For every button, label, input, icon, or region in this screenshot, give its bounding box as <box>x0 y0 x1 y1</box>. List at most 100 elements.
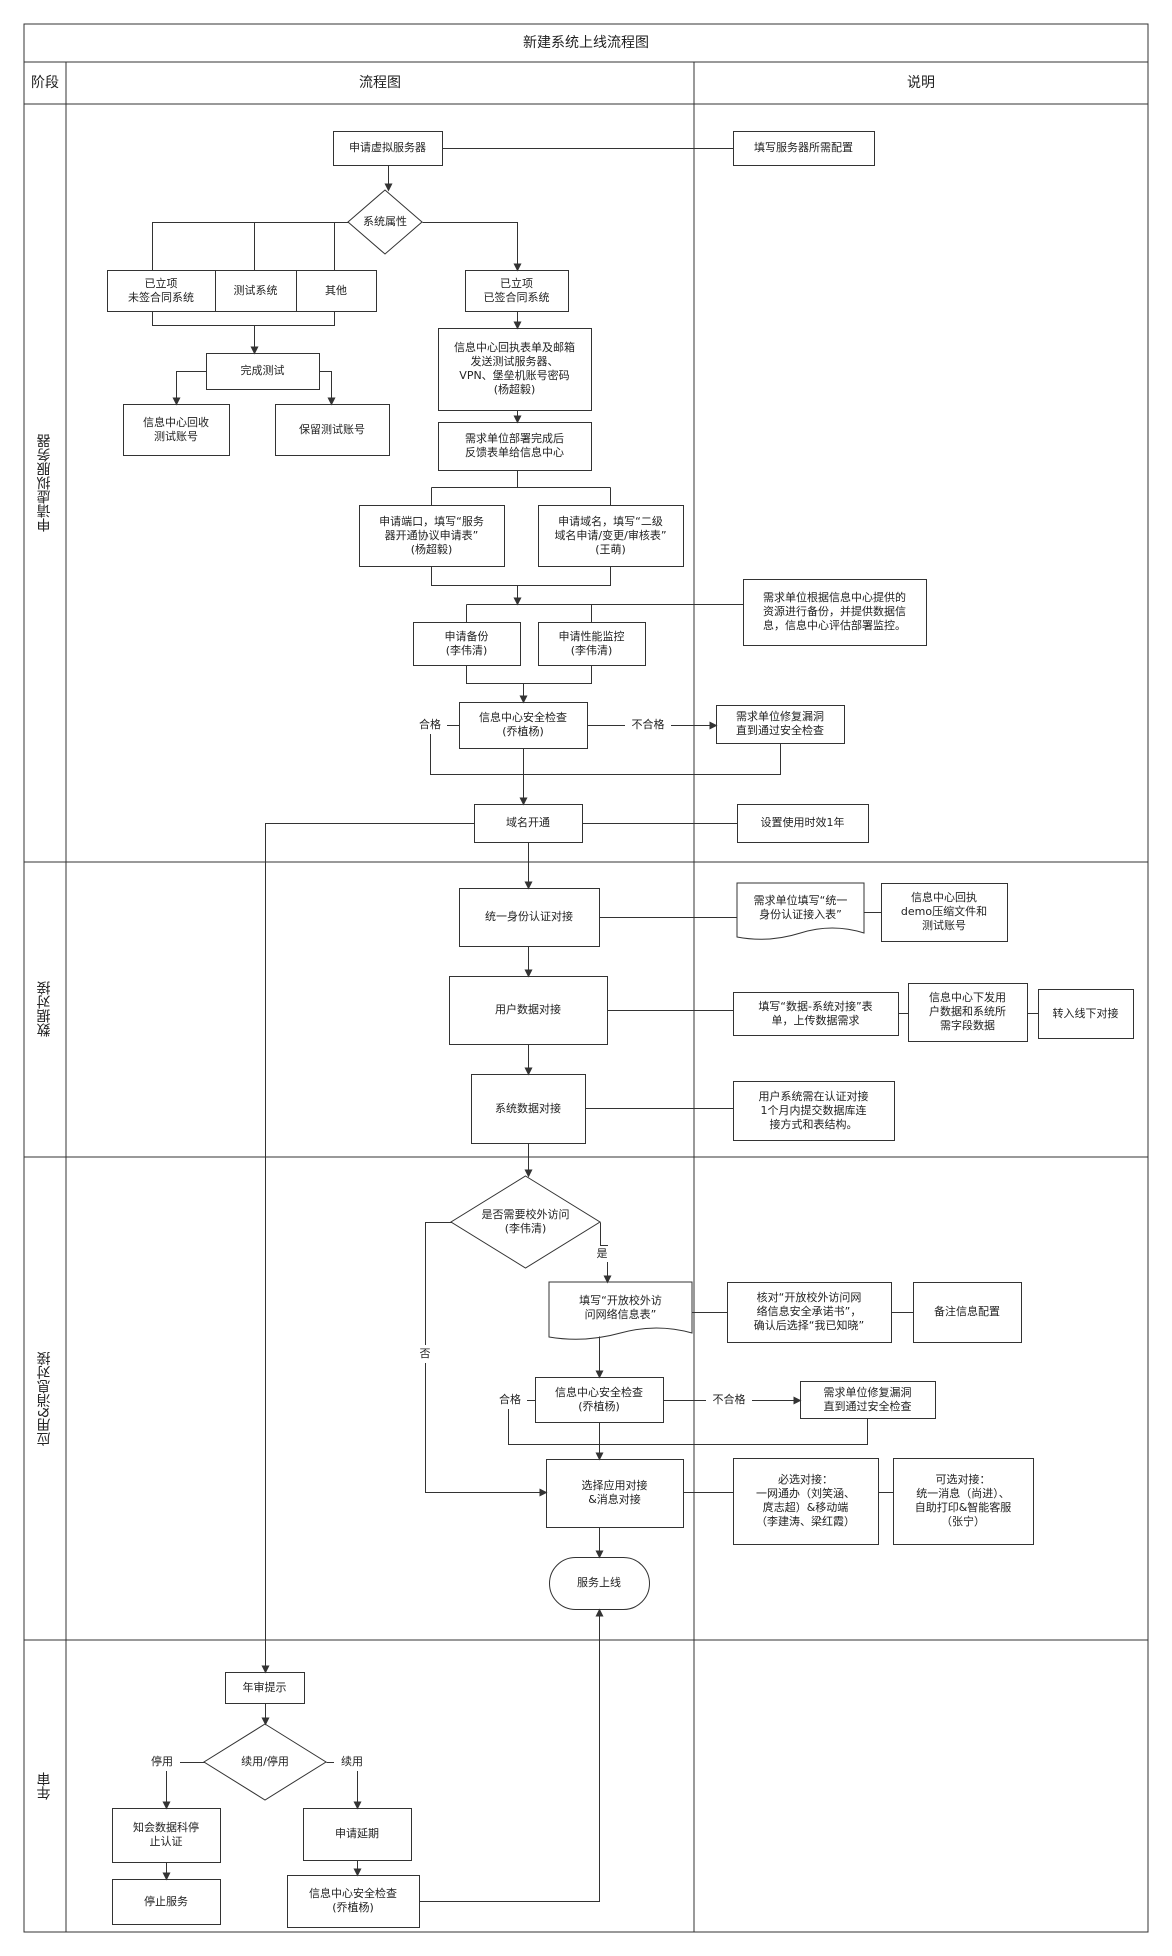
note-fill-config-shape <box>733 131 875 166</box>
lane-apply-vm: 申请虚拟服务器 <box>36 434 53 532</box>
node-fill-external-form-shape <box>548 1281 693 1340</box>
node-other-label: 其他 <box>325 283 347 297</box>
node-system-data-shape <box>471 1074 586 1144</box>
header-desc: 说明 <box>907 74 935 91</box>
node-fix-vuln-2-shape <box>800 1381 936 1419</box>
note-data-form-label: 填写“数据-系统对接”表 单，上传数据需求 <box>758 999 873 1027</box>
node-info-reply-label: 信息中心回执表单及邮箱 发送测试服务器、 VPN、堡垒机账号密码 (杨超毅) <box>454 341 575 396</box>
lane-data: 数据对接 <box>36 981 53 1038</box>
note-sso-reply-label: 信息中心回执 demo压缩文件和 测试账号 <box>900 891 988 932</box>
label-no: 否 <box>413 1345 437 1363</box>
node-apply-backup-shape <box>413 622 521 666</box>
node-system-attribute-shape <box>347 189 423 255</box>
node-system-data-label: 系统数据对接 <box>495 1101 561 1115</box>
node-apply-backup-label: 申请备份 (李伟清) <box>444 629 489 657</box>
node-test-system-label: 测试系统 <box>233 283 278 297</box>
connector-4 <box>152 222 255 271</box>
node-notify-stop-auth-shape <box>112 1808 221 1863</box>
connector-9 <box>172 371 207 406</box>
node-finish-test-shape <box>206 353 320 390</box>
node-fix-vuln-1-shape <box>716 705 845 744</box>
node-other-shape <box>296 270 377 312</box>
label-fail-2: 不合格 <box>706 1391 752 1409</box>
node-security-check-2-label: 信息中心安全检查 (乔植杨) <box>555 1385 643 1413</box>
note-offline-label: 转入线下对接 <box>1052 1006 1119 1020</box>
note-validity-shape <box>737 804 869 843</box>
note-remark-config-label: 备注信息配置 <box>934 1305 1000 1318</box>
label-fail-1: 不合格 <box>625 716 671 734</box>
note-remark-config-shape <box>913 1282 1022 1343</box>
node-deploy-done-label: 需求单位部署完成后 反馈表单给信息中心 <box>465 432 564 459</box>
node-notify-stop-auth-label: 知会数据科停 止认证 <box>133 1821 199 1848</box>
node-security-check-2-shape <box>535 1377 664 1423</box>
note-verify-promise-label: 核对“开放校外访问网 络信息安全承诺书”， 确认后选择“我已知晓” <box>753 1291 865 1332</box>
node-security-check-3-label: 信息中心安全检查 (乔植杨) <box>309 1887 397 1914</box>
note-validity-label: 设置使用时效1年 <box>760 816 845 829</box>
note-sso-form-label: 需求单位填写“统一 身份认证接入表” <box>753 894 848 921</box>
node-reclaim-test-account-label: 信息中心回收 测试账号 <box>143 415 209 443</box>
node-renew-or-stop-shape <box>203 1723 327 1801</box>
node-renew-or-stop-label: 续用/停用 <box>241 1755 289 1768</box>
connector-23 <box>466 665 592 684</box>
node-apply-extension-label: 申请延期 <box>335 1827 379 1840</box>
note-system-data-shape <box>733 1081 895 1141</box>
connector-48 <box>599 1418 868 1445</box>
node-deploy-done-shape <box>438 422 592 471</box>
node-service-online-label: 服务上线 <box>577 1576 621 1589</box>
node-need-external-access-shape <box>450 1175 601 1269</box>
node-keep-test-account-label: 保留测试账号 <box>299 422 365 436</box>
header-flow: 流程图 <box>359 74 401 91</box>
note-verify-promise-shape <box>727 1282 892 1343</box>
note-required-integration-label: 必选对接： 一网通办（刘笑涵、 庹志超）&移动端 （李建涛、梁红霞） <box>756 1473 855 1528</box>
node-select-integration-shape <box>546 1459 684 1528</box>
label-pass-2: 合格 <box>493 1391 527 1409</box>
note-optional-integration-shape <box>893 1458 1034 1545</box>
note-offline-shape <box>1038 989 1134 1039</box>
node-sso-shape <box>459 888 600 947</box>
node-apply-port-label: 申请端口，填写“服务 器开通协议申请表” (杨超毅) <box>379 514 484 556</box>
node-finish-test-label: 完成测试 <box>240 364 285 377</box>
connector-17 <box>431 566 611 586</box>
node-security-check-3-shape <box>287 1875 420 1928</box>
connector-6 <box>422 222 522 272</box>
node-security-check-1-shape <box>459 702 588 749</box>
node-apply-extension-shape <box>303 1808 412 1861</box>
node-annual-notice-label: 年审提示 <box>242 1680 287 1694</box>
node-keep-test-account-shape <box>275 404 390 456</box>
connector-5 <box>254 222 335 271</box>
note-sso-reply-shape <box>881 883 1008 942</box>
node-domain-open-label: 域名开通 <box>506 816 550 829</box>
header-stage: 阶段 <box>31 74 59 91</box>
node-need-external-access-label: 是否需要校外访问 (李伟清) <box>481 1208 570 1235</box>
node-fill-external-form-label: 填写“开放校外访 问网络信息表” <box>579 1293 662 1321</box>
node-apply-domain-shape <box>538 505 684 567</box>
node-user-data-label: 用户数据对接 <box>495 1003 561 1016</box>
node-security-check-1-label: 信息中心安全检查 (乔植杨) <box>479 711 567 738</box>
note-required-integration-shape <box>733 1458 879 1545</box>
lane-app-message: 应用&消息对接 <box>36 1351 53 1446</box>
node-apply-vm-label: 申请虚拟服务器 <box>349 141 426 154</box>
lane-annual: 年审 <box>36 1772 53 1800</box>
connector-58 <box>419 1608 604 1902</box>
note-optional-integration-label: 可选对接： 统一消息（尚进）、 自助打印&智能客服 （张宁） <box>914 1473 1012 1528</box>
node-user-data-shape <box>449 976 608 1045</box>
label-yes: 是 <box>592 1246 612 1262</box>
node-apply-domain-label: 申请域名，填写“二级 域名申请/变更/审核表” (王萌) <box>554 514 667 556</box>
note-system-data-label: 用户系统需在认证对接 1个月内提交数据库连 接方式和表结构。 <box>758 1089 869 1131</box>
note-data-send-label: 信息中心下发用 户数据和系统所 需字段数据 <box>929 991 1006 1032</box>
node-fix-vuln-1-label: 需求单位修复漏洞 直到通过安全检查 <box>736 710 824 737</box>
label-pass-1: 合格 <box>413 716 447 734</box>
node-sso-label: 统一身份认证对接 <box>485 910 573 923</box>
label-renew: 续用 <box>334 1753 370 1771</box>
node-approved-signed-shape <box>465 270 569 312</box>
node-apply-port-shape <box>359 505 505 567</box>
page-title: 新建系统上线流程图 <box>523 34 649 51</box>
note-sso-form-shape <box>736 882 865 940</box>
connector-27 <box>523 743 781 775</box>
label-stop: 停用 <box>144 1753 180 1771</box>
node-info-reply-shape <box>438 328 592 411</box>
note-backup-label: 需求单位根据信息中心提供的 资源进行备份，并提供数据信 息，信息中心评估部署监控… <box>763 591 906 632</box>
node-approved-unsigned-label: 已立项 未签合同系统 <box>128 276 194 304</box>
node-approved-signed-label: 已立项 已签合同系统 <box>483 276 550 304</box>
